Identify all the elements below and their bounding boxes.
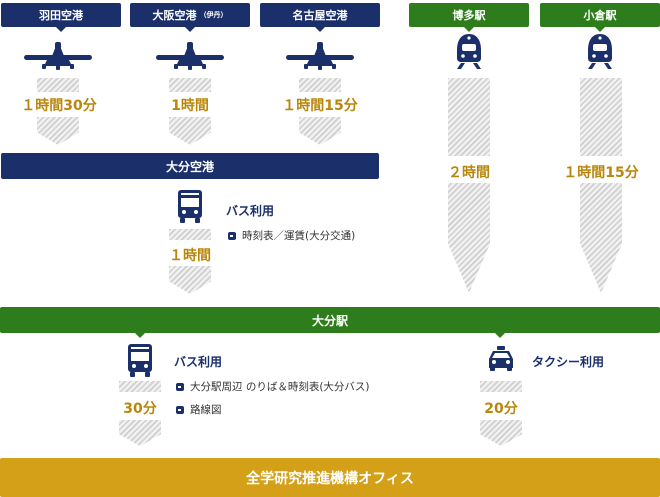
train-icon [457,34,481,69]
connector-arrow [448,183,490,293]
connector-arrow [580,183,622,293]
destination-label: 全学研究推進機構オフィス [246,470,414,487]
link-bullet-icon [176,382,184,391]
travel-time-station-bus: 30分 [123,401,157,417]
origin-kokura: 小倉駅 [540,3,660,32]
origin-label: 博多駅 [452,9,486,22]
origin-label: 大阪空港 [152,9,197,22]
connector [299,78,341,92]
connector [169,229,211,240]
connector-arrow [119,420,161,446]
bus-icon [178,190,202,223]
origin-hakata: 博多駅 [409,3,529,32]
connector [580,78,622,156]
connector [448,78,490,156]
travel-time-hakata: ２時間 [448,165,490,181]
bus-icon [128,344,152,377]
origin-label: 名古屋空港 [292,9,348,22]
destination-bar: 全学研究推進機構オフィス [0,458,660,497]
origin-sublabel: （伊丹） [199,11,228,19]
connector [119,381,161,392]
airport-bus-timetable-link[interactable]: 時刻表／運賃(大分交通) [228,228,355,243]
connector [169,78,211,92]
origin-label: 小倉駅 [583,9,617,22]
oita-station-bar: 大分駅 [0,307,660,338]
connector-arrow [169,266,211,294]
connector-arrow [169,117,211,145]
travel-time-haneda: １時間30分 [21,98,97,114]
link-bullet-icon [228,231,236,240]
station-bus-route-link[interactable]: 路線図 [176,402,222,417]
airport-bus-title: バス利用 [226,204,275,218]
airplane-icon [286,42,354,70]
link-bullet-icon [176,405,184,414]
station-bus-stops-link[interactable]: 大分駅周辺 のりば＆時刻表(大分バス) [176,379,370,394]
travel-time-nagoya: １時間15分 [282,98,358,114]
oita-airport-label: 大分空港 [165,159,214,174]
origin-osaka: 大阪空港 （伊丹） [130,3,250,32]
travel-time-station-taxi: 20分 [484,401,518,417]
link-label: 大分駅周辺 のりば＆時刻表(大分バス) [190,381,370,393]
station-bus-title: バス利用 [174,355,223,369]
oita-airport-bar: 大分空港 [1,153,379,179]
train-icon [588,34,612,69]
taxi-icon [489,346,513,371]
oita-station-label: 大分駅 [311,313,348,328]
connector-arrow [37,117,79,145]
origin-label: 羽田空港 [39,9,83,22]
connector [480,381,522,392]
travel-time-kokura: １時間15分 [563,165,639,181]
origin-nagoya: 名古屋空港 [260,3,380,32]
connector-arrow [299,117,341,145]
link-label: 路線図 [190,404,222,416]
connector [37,78,79,92]
airplane-icon [24,42,92,70]
travel-time-osaka: 1時間 [171,98,209,114]
link-label: 時刻表／運賃(大分交通) [242,230,356,242]
station-taxi-title: タクシー利用 [532,355,605,369]
airplane-icon [156,42,224,70]
travel-time-airport-bus: １時間 [169,248,211,264]
origin-haneda: 羽田空港 [1,3,121,32]
connector-arrow [480,420,522,446]
